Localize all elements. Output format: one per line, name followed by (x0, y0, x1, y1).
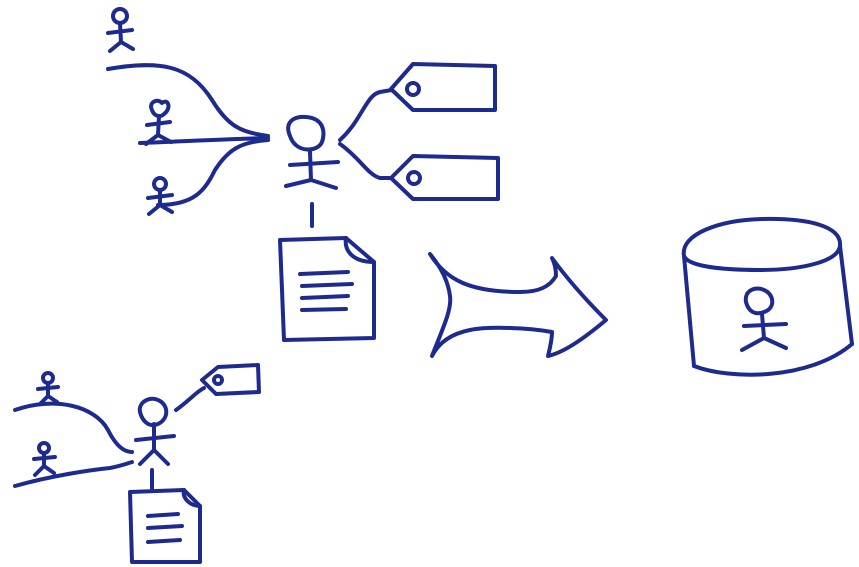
big-arrow (430, 254, 606, 356)
top-flow-lines (108, 65, 268, 205)
top-source-person-1 (108, 9, 133, 51)
top-tag-1 (391, 64, 495, 110)
bottom-tag-branch (176, 388, 204, 410)
bottom-central-person (136, 399, 174, 464)
bottom-tag (202, 365, 259, 394)
top-source-person-2 (146, 101, 171, 144)
top-tag-branches (340, 90, 392, 178)
bottom-document (130, 490, 200, 562)
top-central-person (286, 117, 338, 188)
top-document (280, 238, 374, 340)
bottom-source-person-2 (34, 443, 55, 475)
database-person (742, 289, 786, 351)
bottom-flow-lines (15, 404, 132, 486)
top-tag-2 (391, 156, 498, 199)
database (684, 219, 852, 375)
top-source-person-3 (148, 178, 172, 214)
bottom-source-person-1 (38, 373, 58, 404)
